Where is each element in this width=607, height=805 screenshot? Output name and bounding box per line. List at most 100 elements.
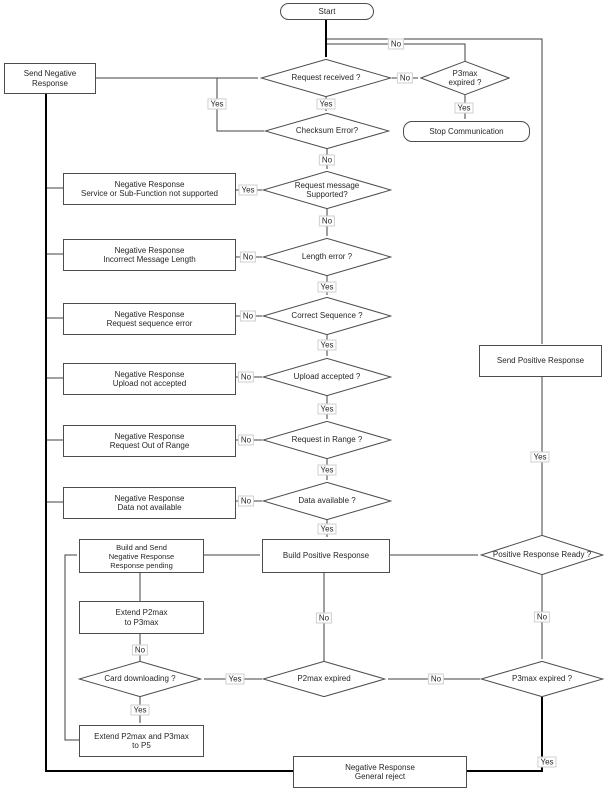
diamond-shape [260, 59, 392, 97]
edge-label-length-no: No [239, 251, 257, 263]
decision-correct-sequence: Correct Sequence ? [262, 297, 392, 335]
node-label: P3max expired ? [448, 68, 482, 88]
node-label: P2max expired [297, 674, 351, 684]
decision-checksum-error: Checksum Error? [264, 113, 390, 149]
connector [326, 43, 466, 61]
node-label: Negative Response Upload not accepted [112, 369, 187, 389]
diamond-shape [78, 661, 202, 697]
diamond-shape [262, 171, 392, 209]
node-label: Negative Response Request sequence error [106, 309, 193, 329]
edge-label-range-no: No [237, 434, 255, 446]
node-label: Build Positive Response [282, 551, 370, 561]
edge-label-sequence-yes: Yes [317, 339, 337, 351]
decision-p2max-expired: P2max expired [262, 661, 386, 697]
diamond-shape [264, 113, 390, 149]
diamond-shape [262, 661, 386, 697]
decision-request-received: Request received ? [260, 59, 392, 97]
terminator-stop-communication: Stop Communication [403, 121, 530, 142]
process-build-positive-response: Build Positive Response [262, 539, 390, 573]
edge-label-checksum-no: No [318, 154, 336, 166]
edge-label-ready-yes: Yes [530, 451, 550, 463]
edge-label-p3max-bottom-yes: Yes [537, 756, 557, 768]
node-label: Build and Send Negative Response Respons… [108, 542, 175, 570]
process-build-send-response-pending: Build and Send Negative Response Respons… [79, 539, 204, 573]
node-label: Correct Sequence ? [291, 311, 363, 321]
edge-label-card-yes: Yes [130, 704, 150, 716]
connector [64, 554, 79, 741]
process-send-positive-response: Send Positive Response [479, 345, 602, 377]
decision-positive-response-ready: Positive Response Ready ? [480, 535, 604, 575]
diamond-shape [480, 661, 604, 697]
node-label: Negative Response General reject [345, 762, 415, 782]
connector [216, 78, 264, 132]
process-neg-data-not-available: Negative Response Data not available [63, 487, 236, 519]
terminator-start: Start [280, 3, 374, 20]
node-label: Extend P2max to P3max [115, 608, 168, 627]
diamond-shape [262, 421, 392, 459]
process-send-negative-response: Send Negative Response [4, 63, 96, 94]
edge-label-p3max-top-no: No [387, 38, 405, 50]
node-label: P3max expired ? [511, 674, 573, 684]
node-label: Request in Range ? [291, 435, 363, 445]
diamond-shape [480, 535, 604, 575]
node-label: Send Negative Response [23, 69, 77, 88]
edge-label-p2max-yes: Yes [225, 673, 245, 685]
diamond-shape [262, 358, 392, 396]
process-neg-upload-not-accepted: Negative Response Upload not accepted [63, 363, 236, 395]
decision-request-message-supported: Request message Supported? [262, 171, 392, 209]
edge-label-supported-no: No [318, 215, 336, 227]
edge-label-data-no: No [237, 495, 255, 507]
decision-data-available: Data available ? [262, 482, 392, 520]
node-label: Negative Response Incorrect Message Leng… [103, 245, 196, 265]
node-label: Request message Supported? [294, 180, 360, 200]
edge-label-request-received-no: No [396, 72, 414, 84]
connector [46, 187, 63, 503]
node-label: Checksum Error? [295, 126, 359, 136]
process-neg-incorrect-length: Negative Response Incorrect Message Leng… [63, 239, 236, 271]
edge-label-ready-no: No [533, 611, 551, 623]
process-neg-general-reject: Negative Response General reject [293, 756, 467, 788]
decision-card-downloading: Card downloading ? [78, 661, 202, 697]
node-label: Negative Response Data not available [114, 493, 185, 513]
edge-label-card-no: No [131, 644, 149, 656]
process-neg-out-of-range: Negative Response Request Out of Range [63, 425, 236, 457]
node-label: Request received ? [291, 73, 361, 83]
node-label: Negative Response Request Out of Range [109, 431, 190, 451]
edge-label-upload-no: No [237, 371, 255, 383]
connector [467, 697, 543, 772]
diamond-shape [420, 61, 510, 95]
diamond-shape [262, 482, 392, 520]
edge-label-p2max-no: No [315, 612, 333, 624]
process-extend-p2max-to-p3max: Extend P2max to P3max [79, 601, 204, 634]
process-neg-service-not-supported: Negative Response Service or Sub-Functio… [63, 173, 236, 205]
diamond-shape [262, 297, 392, 335]
node-label: Positive Response Ready ? [492, 550, 592, 560]
decision-request-in-range: Request in Range ? [262, 421, 392, 459]
edge-label-sequence-no: No [239, 310, 257, 322]
node-label: Start [318, 6, 336, 16]
node-label: Send Positive Response [496, 356, 585, 366]
node-label: Negative Response Service or Sub-Functio… [81, 179, 218, 199]
edge-label-length-yes: Yes [317, 281, 337, 293]
decision-p3max-expired-top: P3max expired ? [420, 61, 510, 95]
edge-label-p3max-top-yes: Yes [454, 102, 474, 114]
node-label: Extend P2max and P3max to P5 [94, 731, 189, 751]
node-label: Upload accepted ? [293, 372, 361, 382]
process-neg-sequence-error: Negative Response Request sequence error [63, 303, 236, 335]
edge-label-checksum-yes: Yes [207, 98, 227, 110]
decision-p3max-expired-bottom: P3max expired ? [480, 661, 604, 697]
decision-length-error: Length error ? [262, 238, 392, 276]
edge-label-range-yes: Yes [317, 464, 337, 476]
node-label: Card downloading ? [104, 674, 176, 684]
edge-label-upload-yes: Yes [317, 403, 337, 415]
process-extend-p2max-p3max-to-p5: Extend P2max and P3max to P5 [79, 725, 204, 757]
node-label: Stop Communication [429, 126, 504, 136]
edge-label-p3max-bottom-no: No [427, 673, 445, 685]
node-label: Length error ? [301, 252, 353, 262]
edge-label-request-received-yes: Yes [316, 98, 336, 110]
node-label: Data available ? [298, 496, 356, 506]
decision-upload-accepted: Upload accepted ? [262, 358, 392, 396]
edge-label-data-yes: Yes [317, 523, 337, 535]
edge-label-supported-yes: Yes [238, 184, 258, 196]
